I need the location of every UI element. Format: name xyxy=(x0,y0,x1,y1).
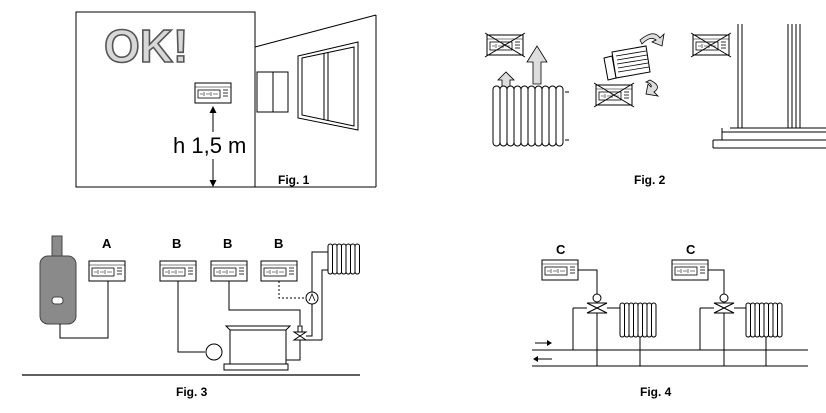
arrow-icon xyxy=(639,32,665,47)
boiler-icon xyxy=(39,235,77,325)
pump-icon xyxy=(205,343,223,361)
thermostat-c1 xyxy=(541,259,579,281)
fig1-caption: Fig. 1 xyxy=(278,173,310,187)
arrow-left-icon xyxy=(533,356,538,362)
thermostat-b1 xyxy=(159,260,197,282)
arrow-icon xyxy=(644,79,660,97)
window-icon xyxy=(712,24,826,149)
radiator-icon xyxy=(492,85,569,147)
thermostat-icon xyxy=(485,33,525,57)
fig2-caption: Fig. 2 xyxy=(634,173,666,187)
label-b3: B xyxy=(274,236,283,251)
valve-icon xyxy=(586,302,608,314)
fig3-system-diagram: A B B B xyxy=(22,235,360,399)
arrow-up-icon xyxy=(209,106,217,113)
label-c2: C xyxy=(686,242,696,257)
radiator-icon xyxy=(619,302,657,338)
fig4-caption: Fig. 4 xyxy=(640,385,672,399)
fig2-placement-diagram: Fig. 2 xyxy=(485,24,826,187)
label-a: A xyxy=(102,236,112,251)
label-b2: B xyxy=(223,236,232,251)
arrow-icon xyxy=(526,45,548,85)
thermostat-icon xyxy=(594,83,634,107)
fig3-caption: Fig. 3 xyxy=(176,385,208,399)
label-c1: C xyxy=(556,242,566,257)
fig4-system-diagram: C C xyxy=(532,242,808,399)
thermostat-b2 xyxy=(210,260,248,282)
fig1-room-diagram: OK! h 1,5 m Fig. 1 xyxy=(75,11,377,188)
ok-text: OK! xyxy=(104,20,188,72)
tank-icon xyxy=(223,325,292,371)
label-b1: B xyxy=(172,236,181,251)
thermostat-a xyxy=(88,260,126,282)
valve-icon xyxy=(292,325,308,341)
thermostat-icon xyxy=(691,33,731,57)
door-icon xyxy=(256,71,274,113)
arrow-down-icon xyxy=(209,180,217,187)
arrow-right-icon xyxy=(547,340,552,346)
thermostat-icon xyxy=(194,82,232,104)
height-label: h 1,5 m xyxy=(173,133,246,158)
thermostat-b3 xyxy=(260,260,298,282)
fan-coil-icon xyxy=(603,45,651,81)
radiator-icon xyxy=(745,302,783,338)
window-icon xyxy=(297,41,359,131)
thermostat-c2 xyxy=(671,259,709,281)
valve-icon xyxy=(713,302,735,314)
radiator-icon xyxy=(327,243,360,275)
